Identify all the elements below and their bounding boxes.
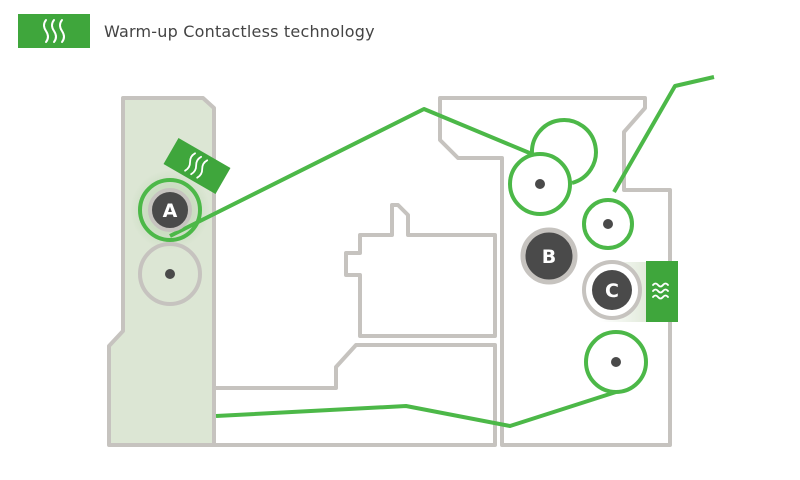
heater-c: [646, 261, 678, 322]
legend-label: Warm-up Contactless technology: [104, 21, 375, 41]
legend: Warm-up Contactless technology: [18, 14, 375, 48]
roller-b-label: B: [542, 246, 556, 268]
legend-swatch: [18, 14, 90, 48]
web-path: [169, 75, 715, 238]
roller-a: [148, 188, 192, 232]
bottom-roller-axle: [611, 357, 621, 367]
roller-a-label: A: [163, 200, 178, 222]
heater-a: [163, 138, 231, 194]
roller-c: [592, 270, 632, 310]
center-block: [344, 203, 497, 338]
lower-left-roller-axle: [165, 269, 175, 279]
top-roller-axle: [535, 179, 545, 189]
wave-icon: [652, 282, 669, 300]
heat-waves-icon: [184, 152, 209, 179]
lower-left-roller: [138, 242, 202, 306]
heat-waves-icon: [43, 19, 65, 43]
roller-c-label: C: [605, 280, 619, 302]
lower-base: [212, 343, 497, 447]
small-roller-axle: [603, 219, 613, 229]
web-path-lower: [215, 390, 617, 428]
roller-b: [520, 227, 578, 285]
roller-a-ring: [138, 178, 202, 242]
